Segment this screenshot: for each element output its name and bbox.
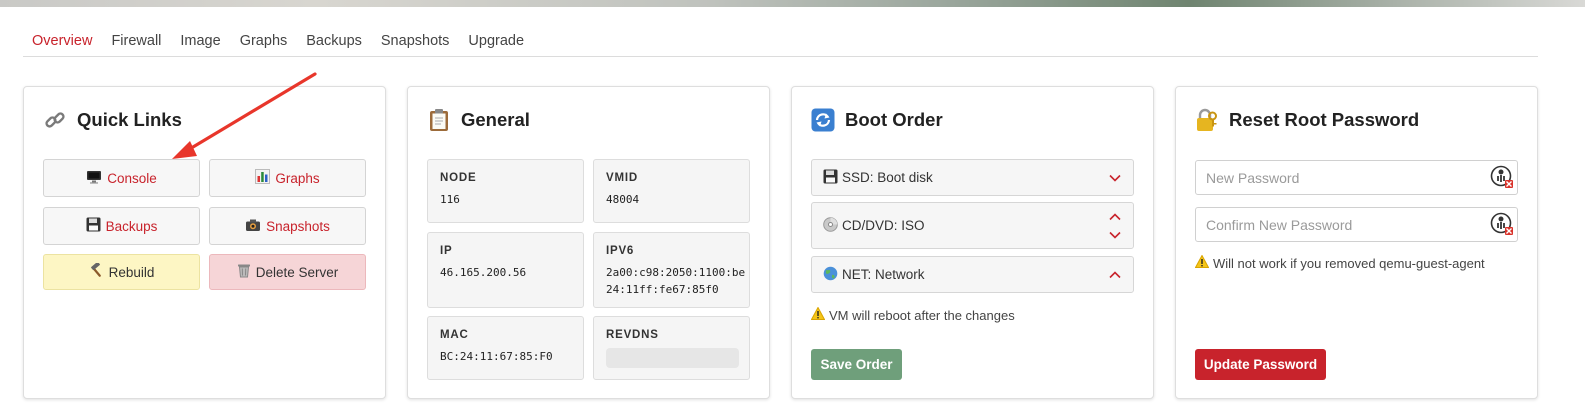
tab-snapshots[interactable]: Snapshots: [380, 33, 450, 49]
mac-key: MAC: [440, 329, 469, 341]
boot-order-heading: Boot Order: [845, 109, 943, 130]
snapshots-label: Snapshots: [266, 218, 330, 234]
quick-links-title: Quick Links: [43, 107, 182, 133]
warning-icon: [810, 306, 826, 323]
rebuild-button[interactable]: Rebuild: [43, 254, 200, 290]
vmid-value: 48004: [606, 193, 640, 206]
quick-links-heading: Quick Links: [77, 109, 182, 130]
trash-icon: [237, 263, 251, 281]
ip-info: IP 46.165.200.56: [427, 232, 584, 308]
tab-graphs[interactable]: Graphs: [239, 33, 288, 49]
ipv6-info: IPV6 2a00:c98:2050:1100:be24:11ff:fe67:8…: [593, 232, 750, 308]
ipv6-key: IPV6: [606, 245, 635, 257]
update-password-button[interactable]: Update Password: [1195, 349, 1326, 380]
warning-icon: [1194, 254, 1210, 271]
reboot-warning-text: VM will reboot after the changes: [829, 307, 1015, 323]
reset-password-card: Reset Root Password Will not work if you…: [1175, 86, 1538, 399]
boot-item-ssd[interactable]: SSD: Boot disk: [811, 159, 1134, 196]
disc-icon: [823, 216, 838, 235]
hammer-icon: [89, 261, 104, 281]
boot-order-card: Boot Order SSD: Boot disk CD/DVD: ISO NE…: [791, 86, 1154, 399]
ip-key: IP: [440, 245, 453, 257]
tab-overview[interactable]: Overview: [32, 33, 93, 49]
revdns-info: REVDNS: [593, 316, 750, 380]
boot-item-net-controls: [1109, 257, 1121, 292]
ip-value: 46.165.200.56: [440, 266, 527, 279]
new-password-input[interactable]: [1195, 160, 1518, 195]
guest-agent-warning-text: Will not work if you removed qemu-guest-…: [1213, 255, 1485, 271]
boot-item-cddvd-controls: [1109, 203, 1121, 248]
node-info: NODE 116: [427, 159, 584, 223]
lock-key-icon: [1195, 108, 1219, 132]
vmid-info: VMID 48004: [593, 159, 750, 223]
mac-info: MAC BC:24:11:67:85:F0: [427, 316, 584, 380]
camera-icon: [245, 218, 261, 235]
console-label: Console: [107, 170, 157, 186]
node-value: 116: [440, 193, 460, 206]
tab-backups[interactable]: Backups: [306, 33, 362, 49]
chevron-down-icon[interactable]: [1109, 227, 1121, 242]
globe-icon: [823, 266, 838, 284]
chevron-up-icon[interactable]: [1109, 209, 1121, 224]
vmid-key: VMID: [606, 172, 638, 184]
chevron-up-icon[interactable]: [1109, 267, 1121, 282]
boot-item-cddvd-label: CD/DVD: ISO: [842, 218, 925, 233]
general-title: General: [427, 107, 530, 133]
backups-label: Backups: [105, 218, 158, 234]
floppy-disk-icon: [86, 217, 101, 235]
boot-item-ssd-controls: [1109, 160, 1121, 195]
floppy-disk-icon: [823, 169, 838, 187]
boot-item-net-label: NET: Network: [842, 267, 925, 282]
console-button[interactable]: Console: [43, 159, 200, 197]
save-order-button[interactable]: Save Order: [811, 349, 902, 380]
tab-firewall[interactable]: Firewall: [111, 33, 162, 49]
boot-order-title: Boot Order: [811, 107, 943, 133]
quick-links-card: Quick Links Console Graphs Backups Snaps…: [23, 86, 386, 399]
bar-chart-icon: [255, 169, 271, 187]
reboot-warning: VM will reboot after the changes: [810, 306, 1015, 323]
graphs-label: Graphs: [275, 170, 320, 186]
revdns-key: REVDNS: [606, 329, 659, 341]
node-key: NODE: [440, 172, 477, 184]
snapshots-button[interactable]: Snapshots: [209, 207, 366, 245]
boot-item-ssd-label: SSD: Boot disk: [842, 170, 933, 185]
mac-value: BC:24:11:67:85:F0: [440, 350, 553, 363]
graphs-button[interactable]: Graphs: [209, 159, 366, 197]
guest-agent-warning: Will not work if you removed qemu-guest-…: [1194, 254, 1485, 271]
ipv6-value: 2a00:c98:2050:1100:be24:11ff:fe67:85f0: [606, 266, 746, 296]
clipboard-icon: [427, 108, 451, 132]
boot-item-cddvd[interactable]: CD/DVD: ISO: [811, 202, 1134, 249]
refresh-icon: [811, 108, 835, 132]
link-icon: [43, 108, 67, 132]
confirm-password-input[interactable]: [1195, 207, 1518, 242]
tab-image[interactable]: Image: [180, 33, 221, 49]
backups-button[interactable]: Backups: [43, 207, 200, 245]
tab-bar: Overview Firewall Image Graphs Backups S…: [23, 23, 1538, 57]
general-card: General NODE 116 VMID 48004 IP 46.165.20…: [407, 86, 770, 399]
revdns-value-placeholder: [606, 348, 739, 368]
delete-server-button[interactable]: Delete Server: [209, 254, 366, 290]
reset-password-heading: Reset Root Password: [1229, 109, 1420, 130]
delete-server-label: Delete Server: [255, 264, 339, 280]
reset-password-title: Reset Root Password: [1195, 107, 1419, 133]
boot-item-net[interactable]: NET: Network: [811, 256, 1134, 293]
chevron-down-icon[interactable]: [1109, 170, 1121, 185]
password-manager-icon[interactable]: [1490, 165, 1514, 189]
header-banner-image: [0, 0, 1585, 7]
tab-upgrade[interactable]: Upgrade: [468, 33, 525, 49]
password-manager-icon[interactable]: [1490, 212, 1514, 236]
general-heading: General: [461, 109, 530, 130]
rebuild-label: Rebuild: [108, 264, 155, 280]
monitor-icon: [86, 170, 102, 187]
